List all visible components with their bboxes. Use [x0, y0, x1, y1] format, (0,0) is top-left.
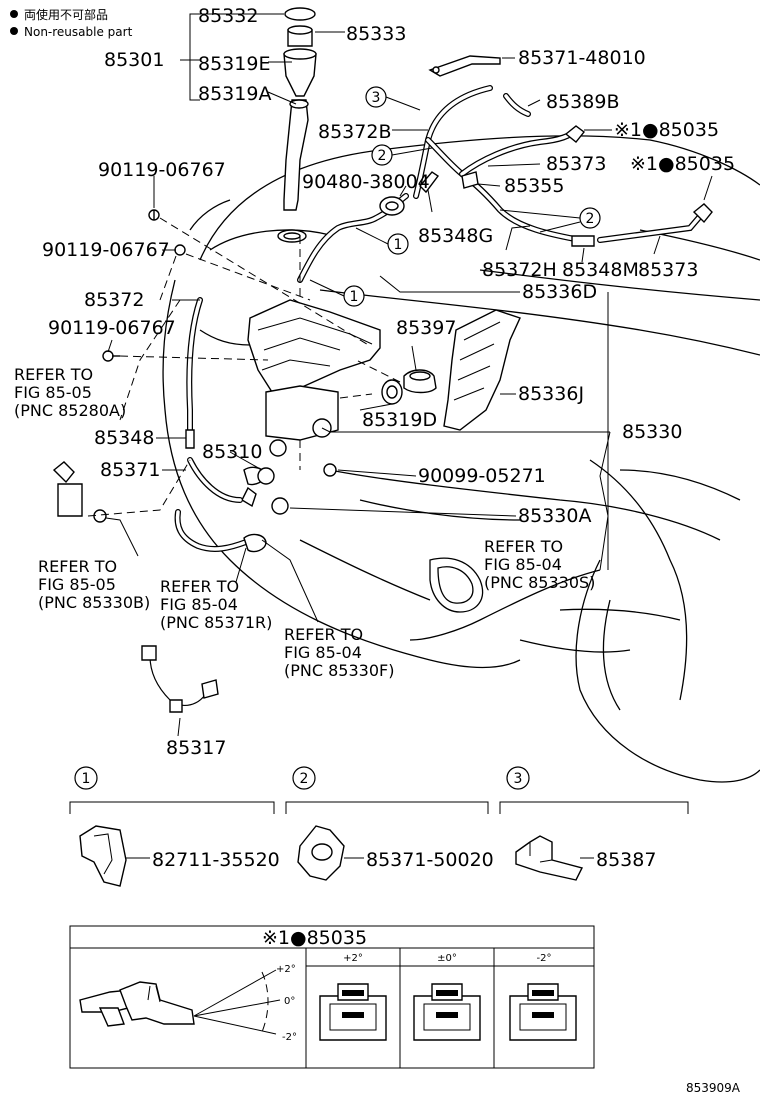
bracket-85371-48010	[428, 55, 501, 77]
refer-1-line-1: REFER TO	[14, 365, 93, 384]
vehicle-body-outline	[162, 135, 760, 783]
refer-2-line-1: REFER TO	[38, 557, 117, 576]
label-85371: 85371	[100, 459, 160, 481]
refer-5-line-2: FIG 85-04	[484, 555, 562, 574]
label-85372b: 85372B	[318, 121, 391, 143]
clip-85387	[515, 835, 584, 881]
refer-2-line-3: (PNC 85330B)	[38, 593, 150, 612]
detail-callout-1: 1	[82, 771, 91, 787]
connector-plus2	[319, 983, 387, 1041]
legend: 両使用不可部品 Non-reusable part	[10, 7, 133, 39]
refer-4-line-1: REFER TO	[284, 625, 363, 644]
label-85348g: 85348G	[418, 225, 493, 247]
non-reusable-dot-icon	[10, 27, 18, 35]
col-header-zero: ±0°	[437, 953, 457, 964]
label-85319d: 85319D	[362, 409, 437, 431]
small-parts	[52, 55, 713, 713]
label-85319e: 85319E	[198, 53, 270, 75]
label-85035-a: ※1●85035	[614, 119, 719, 141]
callouts: 3 2 1 1 2	[309, 86, 601, 307]
detail-callout-3: 3	[514, 771, 523, 787]
label-85371-48010: 85371-48010	[518, 47, 646, 69]
callout-3: 3	[372, 90, 381, 106]
label-85330: 85330	[622, 421, 682, 443]
label-90480-38004: 90480-38004	[302, 171, 430, 193]
nozzle-angle-table: ※1●85035 +2° ±0° -2° +2° 0° -2°	[69, 925, 595, 1069]
label-85035-b: ※1●85035	[630, 153, 735, 175]
label-85372h: 85372H	[482, 259, 557, 281]
label-85389b: 85389B	[546, 91, 619, 113]
label-85301: 85301	[104, 49, 164, 71]
legend-en-note: Non-reusable part	[24, 25, 133, 39]
refer-3-line-1: REFER TO	[160, 577, 239, 596]
col-header-minus2: -2°	[537, 953, 552, 964]
leader-lines	[105, 13, 713, 737]
label-85355: 85355	[504, 175, 564, 197]
label-85348m: 85348M	[562, 259, 639, 281]
label-85332: 85332	[198, 5, 258, 27]
detail-callout-2: 2	[300, 771, 309, 787]
label-90099-05271: 90099-05271	[418, 465, 546, 487]
label-85371-50020: 85371-50020	[366, 849, 494, 871]
connector-zero	[413, 983, 481, 1041]
diagram-code: 853909A	[686, 1081, 741, 1095]
refer-4-line-3: (PNC 85330F)	[284, 661, 394, 680]
label-85317: 85317	[166, 737, 226, 759]
refer-2-line-2: FIG 85-05	[38, 575, 116, 594]
label-85372: 85372	[84, 289, 144, 311]
angle-plus2-label: +2°	[276, 964, 296, 975]
dashed-guides	[87, 217, 401, 517]
label-85319a: 85319A	[198, 83, 271, 105]
cap-85332	[284, 7, 316, 21]
legend-jp-note: 両使用不可部品	[24, 7, 108, 22]
callout-1: 1	[350, 289, 359, 305]
label-85336j: 85336J	[518, 383, 584, 405]
label-90119-06767-b: 90119-06767	[42, 239, 170, 261]
label-90119-06767-c: 90119-06767	[48, 317, 176, 339]
connector-minus2	[509, 983, 577, 1041]
refer-notes: REFER TO FIG 85-05 (PNC 85280A) REFER TO…	[14, 365, 595, 680]
refer-5-line-1: REFER TO	[484, 537, 563, 556]
label-85336d: 85336D	[522, 281, 597, 303]
refer-3-line-3: (PNC 85371R)	[160, 613, 272, 632]
clip-82711-35520	[79, 825, 127, 887]
refer-3-line-2: FIG 85-04	[160, 595, 238, 614]
non-reusable-dot-icon	[10, 10, 18, 18]
label-85373-a: 85373	[546, 153, 606, 175]
nozzle-85035	[119, 981, 195, 1025]
angle-minus2-label: -2°	[282, 1032, 297, 1043]
refer-1-line-3: (PNC 85280A)	[14, 401, 126, 420]
refer-5-line-3: (PNC 85330S)	[484, 573, 595, 592]
col-header-plus2: +2°	[343, 953, 363, 964]
washer-tank-assembly	[241, 7, 381, 515]
detail-title: ※1●85035	[262, 927, 367, 949]
label-85333: 85333	[346, 23, 406, 45]
callout-1: 1	[394, 237, 403, 253]
clip-details: 1 2 3 82711-35520 85371-50020 85387	[69, 766, 689, 887]
refer-1-line-2: FIG 85-05	[14, 383, 92, 402]
label-85310: 85310	[202, 441, 262, 463]
label-85330a: 85330A	[518, 505, 591, 527]
callout-2: 2	[378, 148, 387, 164]
label-90119-06767-a: 90119-06767	[98, 159, 226, 181]
refer-4-line-2: FIG 85-04	[284, 643, 362, 662]
label-85387: 85387	[596, 849, 656, 871]
label-82711-35520: 82711-35520	[152, 849, 280, 871]
label-85348: 85348	[94, 427, 154, 449]
part-labels: 85332 85333 85301 85319E 85319A 85371-48…	[42, 5, 735, 759]
callout-2: 2	[586, 211, 595, 227]
angle-zero-label: 0°	[284, 996, 295, 1007]
label-85373-b: 85373	[638, 259, 698, 281]
label-85397: 85397	[396, 317, 456, 339]
